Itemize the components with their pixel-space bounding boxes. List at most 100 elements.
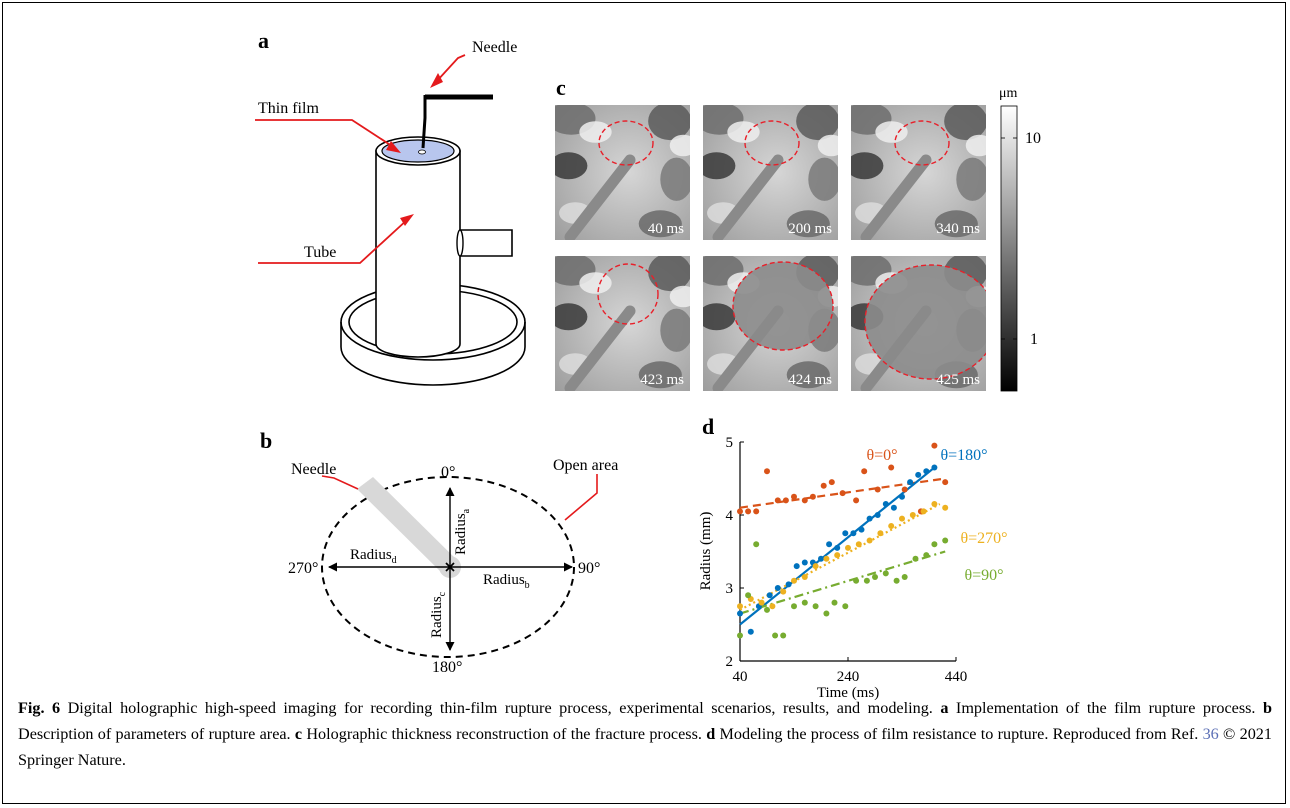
data-point xyxy=(793,563,800,570)
data-point xyxy=(834,544,841,551)
needle-bar xyxy=(357,477,460,575)
pointer-arrowheads xyxy=(386,73,443,226)
tube-label: Tube xyxy=(304,244,336,261)
caption-c-label: c xyxy=(294,725,303,743)
caption-d-label: d xyxy=(706,725,716,743)
data-point xyxy=(855,541,862,548)
data-point xyxy=(874,512,881,518)
data-point xyxy=(774,585,781,591)
deg-180-label: 180° xyxy=(432,659,462,676)
y-tick-label: 5 xyxy=(726,435,734,451)
series-label: θ=180° xyxy=(940,447,987,464)
data-point xyxy=(772,632,779,639)
holography-frame: 200 ms xyxy=(703,105,838,240)
data-point xyxy=(828,479,835,486)
data-point xyxy=(842,603,849,610)
thin-film xyxy=(381,139,455,163)
rupture-outline xyxy=(597,263,659,325)
data-point xyxy=(818,555,824,562)
caption-main: Digital holographic high-speed imaging f… xyxy=(60,699,933,717)
panel-b-diagram: b Needle Open area 0° 90° 180° 270° Radi… xyxy=(260,428,618,676)
data-point xyxy=(785,581,792,588)
data-point xyxy=(866,537,873,544)
holography-frame: 340 ms xyxy=(851,105,986,240)
data-point xyxy=(912,555,919,562)
y-tick-label: 3 xyxy=(726,581,734,597)
frame-time-label: 200 ms xyxy=(788,221,832,237)
data-point xyxy=(753,508,760,515)
x-axis-title: Time (ms) xyxy=(817,685,879,700)
colorbar xyxy=(1000,105,1018,392)
data-point xyxy=(820,482,827,489)
data-point xyxy=(907,479,914,486)
needle-label-a: Needle xyxy=(472,39,517,56)
data-point xyxy=(823,610,830,617)
frame-time-label: 425 ms xyxy=(936,372,980,388)
data-point xyxy=(872,574,878,581)
data-point xyxy=(931,442,938,449)
data-point xyxy=(901,486,908,493)
data-point xyxy=(882,570,889,577)
data-point xyxy=(801,559,808,566)
rupture-outline xyxy=(864,264,986,380)
label-pointers xyxy=(255,54,466,264)
data-point xyxy=(745,592,752,599)
fit-line xyxy=(739,550,946,615)
holography-frame: 40 ms xyxy=(555,105,690,240)
holography-frame: 424 ms xyxy=(703,256,838,391)
panel-a-letter: a xyxy=(258,28,269,53)
data-point xyxy=(747,628,754,635)
caption-d-text: Modeling the process of film resistance … xyxy=(715,725,1199,743)
svg-text:Radiusc: Radiusc xyxy=(429,591,448,638)
caption-b-text: Description of parameters of rupture are… xyxy=(18,725,291,743)
radius-c-label: Radiusc xyxy=(429,591,448,638)
radius-a-label: Radiusa xyxy=(453,508,472,555)
data-point xyxy=(845,544,851,551)
deg-0-label: 0° xyxy=(441,464,455,481)
data-point xyxy=(766,592,773,599)
radius-d-label: Radiusd xyxy=(350,547,397,566)
center-mark xyxy=(445,562,455,572)
data-point xyxy=(780,588,787,595)
data-point xyxy=(899,515,905,522)
panel-d-letter: d xyxy=(702,414,714,439)
x-tick-label: 440 xyxy=(945,669,968,685)
open-area-label: Open area xyxy=(553,457,618,474)
caption-c-text: Holographic thickness reconstruction of … xyxy=(302,725,702,743)
caption-copyright: © 2021 Springer Nature. xyxy=(18,725,1272,769)
data-point xyxy=(764,468,770,475)
holography-frame: 425 ms xyxy=(851,256,986,391)
data-point xyxy=(823,555,830,562)
data-point xyxy=(809,493,816,500)
caption-fig-label: Fig. 6 xyxy=(18,699,61,717)
data-point xyxy=(882,501,889,508)
svg-text:Radiusd: Radiusd xyxy=(350,547,397,566)
data-point xyxy=(874,486,881,493)
colorbar-unit: μm xyxy=(999,86,1018,101)
data-point xyxy=(915,471,922,478)
data-point xyxy=(782,497,789,504)
y-axis-title: Radius (mm) xyxy=(698,512,714,591)
data-point xyxy=(942,479,949,486)
deg-90-label: 90° xyxy=(578,560,600,577)
data-point xyxy=(826,541,833,548)
data-point xyxy=(737,610,743,617)
radius-b-label: Radiusb xyxy=(483,572,530,591)
data-point xyxy=(901,574,908,581)
data-point xyxy=(745,508,752,515)
data-point xyxy=(774,497,781,504)
data-point xyxy=(812,603,819,610)
x-tick-label: 40 xyxy=(733,669,748,685)
data-point xyxy=(769,603,776,610)
caption-ref-link[interactable]: 36 xyxy=(1202,725,1219,743)
data-point xyxy=(737,632,743,639)
data-point xyxy=(780,632,787,639)
data-point xyxy=(801,599,808,606)
figure-caption: Fig. 6 Digital holographic high-speed im… xyxy=(18,695,1272,773)
rupture-outline xyxy=(894,120,950,166)
open-area-outline xyxy=(321,476,575,658)
panel-c-letter: c xyxy=(556,75,566,100)
rupture-outline xyxy=(744,120,800,166)
data-point xyxy=(850,530,857,537)
